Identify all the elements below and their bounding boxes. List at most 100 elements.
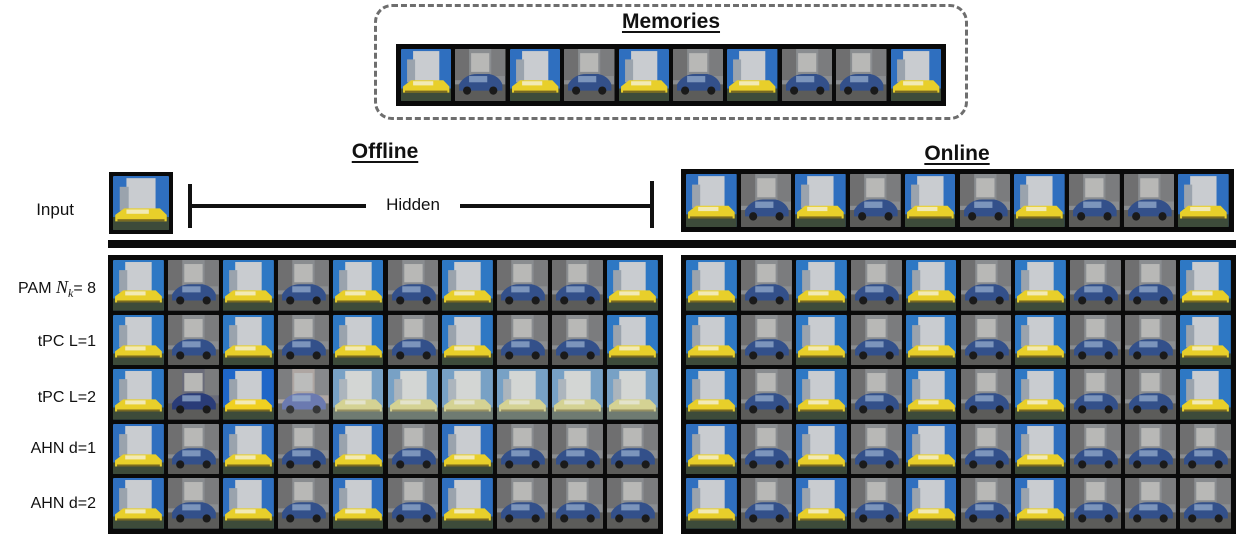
online-input-strip bbox=[681, 169, 1234, 232]
online-output-image-r3-c9 bbox=[1125, 369, 1177, 420]
online-output-image-r4-c7 bbox=[1015, 423, 1067, 475]
online-input-image-r1-c7 bbox=[1014, 174, 1065, 227]
offline-output-image-r1-c8 bbox=[497, 260, 549, 311]
online-output-image-r5-c3 bbox=[795, 478, 847, 529]
offline-output-image-r2-c7 bbox=[442, 314, 494, 366]
method-label-ahn-d2: AHN d=2 bbox=[30, 495, 96, 512]
online-output-image-r2-c8 bbox=[1070, 314, 1122, 366]
method-label-pam-suffix: = 8 bbox=[73, 280, 96, 297]
method-label-pam-var: N bbox=[55, 277, 68, 297]
memory-image-r1-c4 bbox=[564, 49, 615, 101]
online-output-image-r5-c6 bbox=[960, 478, 1012, 529]
memory-image-r1-c8 bbox=[781, 49, 833, 101]
online-output-image-r3-c6 bbox=[960, 369, 1012, 420]
offline-output-image-r4-c4 bbox=[277, 423, 329, 475]
online-output-image-r5-c7 bbox=[1015, 478, 1067, 529]
online-output-image-r1-c3 bbox=[795, 260, 847, 311]
online-output-image-r5-c2 bbox=[740, 478, 792, 529]
memory-image-r1-c10 bbox=[890, 49, 941, 101]
offline-output-image-r1-c1 bbox=[113, 260, 164, 311]
online-output-image-r5-c9 bbox=[1125, 478, 1177, 529]
online-input-image-r1-c5 bbox=[904, 174, 956, 227]
online-output-image-r3-c3 bbox=[795, 369, 847, 420]
online-output-image-r3-c7 bbox=[1015, 369, 1067, 420]
online-input-image-r1-c1 bbox=[686, 174, 737, 227]
online-title: Online bbox=[924, 142, 990, 165]
offline-output-image-r2-c6 bbox=[387, 314, 439, 366]
hidden-bracket-right bbox=[650, 181, 654, 228]
offline-input-image-r1-c1 bbox=[113, 176, 169, 230]
offline-output-image-r3-c3 bbox=[222, 369, 274, 420]
method-label-pam: PAM Nk= 8 bbox=[0, 277, 96, 301]
offline-output-image-r4-c7 bbox=[442, 423, 494, 475]
online-output-image-r3-c8 bbox=[1070, 369, 1122, 420]
offline-output-image-r2-c2 bbox=[167, 314, 219, 366]
offline-output-image-r3-c9 bbox=[552, 369, 604, 420]
online-output-image-r1-c5 bbox=[905, 260, 957, 311]
offline-output-image-r4-c1 bbox=[113, 423, 164, 475]
online-output-image-r1-c10 bbox=[1180, 260, 1231, 311]
online-output-image-r5-c10 bbox=[1180, 478, 1231, 529]
offline-output-image-r5-c6 bbox=[387, 478, 439, 529]
online-output-image-r4-c9 bbox=[1125, 423, 1177, 475]
offline-output-image-r3-c2 bbox=[167, 369, 219, 420]
hidden-line-right bbox=[460, 204, 652, 208]
offline-output-image-r3-c6 bbox=[387, 369, 439, 420]
online-input-image-r1-c9 bbox=[1123, 174, 1175, 227]
offline-output-image-r3-c7 bbox=[442, 369, 494, 420]
offline-output-image-r2-c1 bbox=[113, 314, 164, 366]
divider bbox=[108, 240, 1236, 248]
online-input-image-r1-c4 bbox=[850, 174, 901, 227]
memories-panel bbox=[374, 4, 968, 120]
online-output-image-r4-c10 bbox=[1180, 423, 1231, 475]
online-output-image-r2-c5 bbox=[905, 314, 957, 366]
online-output-image-r2-c4 bbox=[850, 314, 902, 366]
online-output-image-r3-c2 bbox=[740, 369, 792, 420]
online-output-grid bbox=[681, 255, 1236, 534]
offline-output-grid bbox=[108, 255, 663, 534]
online-output-image-r4-c6 bbox=[960, 423, 1012, 475]
offline-output-image-r2-c5 bbox=[332, 314, 384, 366]
offline-output-image-r5-c8 bbox=[497, 478, 549, 529]
offline-output-image-r4-c8 bbox=[497, 423, 549, 475]
online-output-image-r4-c3 bbox=[795, 423, 847, 475]
offline-output-image-r5-c10 bbox=[607, 478, 658, 529]
online-output-image-r3-c5 bbox=[905, 369, 957, 420]
offline-output-image-r5-c9 bbox=[552, 478, 604, 529]
online-output-image-r5-c5 bbox=[905, 478, 957, 529]
offline-output-image-r2-c3 bbox=[222, 314, 274, 366]
offline-output-image-r4-c2 bbox=[167, 423, 219, 475]
online-output-image-r2-c6 bbox=[960, 314, 1012, 366]
online-input-image-r1-c8 bbox=[1068, 174, 1120, 227]
online-output-image-r5-c1 bbox=[686, 478, 737, 529]
online-output-image-r1-c2 bbox=[740, 260, 792, 311]
offline-output-image-r2-c8 bbox=[497, 314, 549, 366]
offline-output-image-r5-c3 bbox=[222, 478, 274, 529]
online-output-image-r1-c8 bbox=[1070, 260, 1122, 311]
method-label-ahn-d1: AHN d=1 bbox=[30, 440, 96, 457]
offline-input-image bbox=[109, 172, 173, 234]
offline-output-image-r3-c5 bbox=[332, 369, 384, 420]
offline-output-image-r3-c10 bbox=[607, 369, 658, 420]
offline-output-image-r4-c5 bbox=[332, 423, 384, 475]
online-output-image-r2-c9 bbox=[1125, 314, 1177, 366]
online-output-image-r1-c9 bbox=[1125, 260, 1177, 311]
offline-title: Offline bbox=[351, 140, 419, 163]
memory-image-r1-c1 bbox=[401, 49, 452, 101]
memory-image-r1-c2 bbox=[455, 49, 506, 101]
offline-output-image-r1-c2 bbox=[167, 260, 219, 311]
offline-output-image-r4-c10 bbox=[607, 423, 658, 475]
online-output-image-r3-c10 bbox=[1180, 369, 1231, 420]
offline-output-image-r2-c10 bbox=[607, 314, 658, 366]
offline-output-image-r5-c1 bbox=[113, 478, 164, 529]
online-output-image-r1-c7 bbox=[1015, 260, 1067, 311]
offline-output-image-r1-c9 bbox=[552, 260, 604, 311]
online-output-image-r5-c4 bbox=[850, 478, 902, 529]
memory-image-r1-c6 bbox=[673, 49, 724, 101]
hidden-line-left bbox=[190, 204, 366, 208]
offline-output-image-r2-c9 bbox=[552, 314, 604, 366]
online-output-image-r2-c1 bbox=[686, 314, 737, 366]
offline-output-image-r1-c5 bbox=[332, 260, 384, 311]
online-input-image-r1-c2 bbox=[740, 174, 792, 227]
offline-output-image-r1-c4 bbox=[277, 260, 329, 311]
